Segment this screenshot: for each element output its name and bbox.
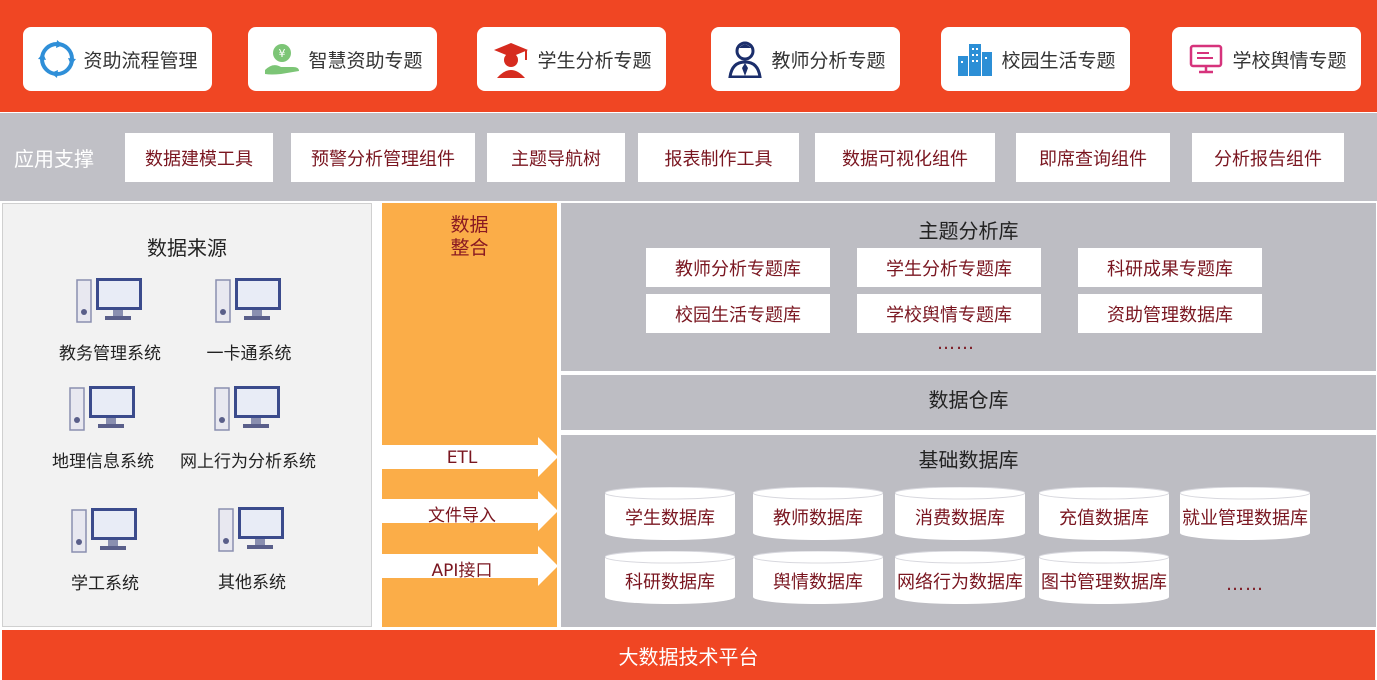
- support-item[interactable]: 分析报告组件: [1192, 133, 1344, 182]
- support-title: 应用支撑: [14, 147, 94, 171]
- computer-icon: [76, 278, 142, 323]
- support-item[interactable]: 报表制作工具: [638, 133, 799, 182]
- database-label: 就业管理数据库: [1182, 507, 1308, 529]
- integration-title: 数据 整合: [382, 214, 557, 260]
- integration-title-line2: 整合: [450, 237, 489, 259]
- source-item[interactable]: 地理信息系统: [38, 384, 168, 472]
- database-label: 消费数据库: [915, 507, 1005, 529]
- arrow-label-api: API接口: [431, 561, 493, 581]
- database-label: 图书管理数据库: [1041, 571, 1167, 593]
- source-label: 一卡通系统: [206, 344, 292, 364]
- arrow-label-file-import: 文件导入: [428, 506, 496, 526]
- support-item[interactable]: 数据建模工具: [125, 133, 273, 182]
- cylinder-shape: [1038, 550, 1170, 604]
- database-label: 网络行为数据库: [897, 571, 1023, 593]
- data-sources-title: 数据来源: [147, 236, 227, 260]
- base-database-title: 基础数据库: [918, 448, 1019, 472]
- topic-card-campus-life[interactable]: 校园生活专题: [941, 27, 1130, 91]
- source-item[interactable]: 教务管理系统: [45, 276, 175, 364]
- source-label: 地理信息系统: [52, 452, 154, 472]
- database-label: 学生数据库: [625, 507, 715, 529]
- file-import-arrow: [382, 491, 558, 531]
- database-cylinder[interactable]: 图书管理数据库: [1038, 550, 1170, 605]
- database-cylinder[interactable]: 网络行为数据库: [894, 550, 1026, 605]
- data-warehouse-title: 数据仓库: [928, 388, 1009, 412]
- theme-library-item[interactable]: 资助管理数据库: [1078, 294, 1262, 333]
- source-label: 学工系统: [71, 574, 139, 594]
- computer-icon: [215, 278, 281, 323]
- source-item[interactable]: 学工系统: [40, 506, 170, 594]
- source-label: 其他系统: [218, 573, 286, 593]
- database-cylinder[interactable]: 科研数据库: [604, 550, 736, 605]
- topic-label: 智慧资助专题: [308, 49, 423, 72]
- platform-label: 大数据技术平台: [618, 644, 759, 669]
- graduate-cap-icon: [491, 39, 531, 79]
- arrow-label-etl: ETL: [446, 448, 478, 468]
- support-item[interactable]: 主题导航树: [487, 133, 625, 182]
- support-item[interactable]: 预警分析管理组件: [291, 133, 475, 182]
- topic-label: 学校舆情专题: [1232, 49, 1347, 72]
- source-label: 教务管理系统: [59, 344, 161, 364]
- theme-library-item[interactable]: 学校舆情专题库: [857, 294, 1041, 333]
- cylinder-shape: [604, 550, 736, 604]
- source-item[interactable]: 其他系统: [187, 505, 317, 593]
- database-label: 充值数据库: [1059, 507, 1149, 529]
- database-cylinder[interactable]: 学生数据库: [604, 486, 736, 541]
- big-data-platform-band: 大数据技术平台: [2, 630, 1375, 680]
- source-item[interactable]: 网上行为分析系统: [168, 384, 328, 472]
- database-cylinder[interactable]: 就业管理数据库: [1179, 486, 1311, 541]
- database-cylinder[interactable]: 充值数据库: [1038, 486, 1170, 541]
- database-label: 舆情数据库: [773, 571, 863, 593]
- data-warehouse-panel: [561, 375, 1376, 430]
- theme-library-panel: [561, 203, 1376, 371]
- data-sources-panel: [2, 203, 372, 627]
- database-label: 科研数据库: [625, 571, 715, 593]
- computer-icon: [218, 507, 284, 552]
- monitor-chart-icon: [1186, 39, 1226, 79]
- database-cylinder[interactable]: 消费数据库: [894, 486, 1026, 541]
- svg-text:¥: ¥: [279, 47, 286, 60]
- topic-label: 资助流程管理: [83, 49, 198, 72]
- topic-card-teacher-analysis[interactable]: 教师分析专题: [711, 27, 900, 91]
- theme-library-more: ……: [937, 333, 975, 354]
- teacher-person-icon: [725, 39, 765, 79]
- support-item[interactable]: 即席查询组件: [1016, 133, 1170, 182]
- cylinder-shape: [894, 550, 1026, 604]
- support-item[interactable]: 数据可视化组件: [815, 133, 995, 182]
- source-item[interactable]: 一卡通系统: [184, 276, 314, 364]
- computer-icon: [71, 508, 137, 553]
- cycle-arrows-icon: [37, 39, 77, 79]
- top-topic-band: [0, 0, 1377, 112]
- cylinder-shape: [1038, 486, 1170, 540]
- topic-card-smart-funding[interactable]: ¥ 智慧资助专题: [248, 27, 437, 91]
- source-label: 网上行为分析系统: [180, 452, 316, 472]
- cylinder-shape: [604, 486, 736, 540]
- theme-library-item[interactable]: 科研成果专题库: [1078, 248, 1262, 287]
- computer-icon: [214, 386, 280, 431]
- theme-library-item[interactable]: 教师分析专题库: [646, 248, 830, 287]
- theme-library-title: 主题分析库: [918, 219, 1019, 243]
- database-cylinder[interactable]: 教师数据库: [752, 486, 884, 541]
- topic-label: 校园生活专题: [1001, 49, 1116, 72]
- topic-card-funding-process[interactable]: 资助流程管理: [23, 27, 212, 91]
- cylinder-shape: [1179, 486, 1311, 540]
- base-database-more: ……: [1226, 574, 1264, 595]
- integration-title-line1: 数据: [450, 214, 489, 236]
- database-cylinder[interactable]: 舆情数据库: [752, 550, 884, 605]
- topic-label: 学生分析专题: [537, 49, 652, 72]
- cylinder-shape: [752, 550, 884, 604]
- database-label: 教师数据库: [773, 507, 863, 529]
- api-arrow: [382, 546, 558, 586]
- topic-card-student-analysis[interactable]: 学生分析专题: [477, 27, 666, 91]
- money-hand-icon: ¥: [262, 39, 302, 79]
- theme-library-item[interactable]: 校园生活专题库: [646, 294, 830, 333]
- topic-card-public-opinion[interactable]: 学校舆情专题: [1172, 27, 1361, 91]
- theme-library-item[interactable]: 学生分析专题库: [857, 248, 1041, 287]
- computer-icon: [69, 386, 135, 431]
- buildings-icon: [955, 39, 995, 79]
- etl-arrow: [382, 437, 558, 477]
- topic-label: 教师分析专题: [771, 49, 886, 72]
